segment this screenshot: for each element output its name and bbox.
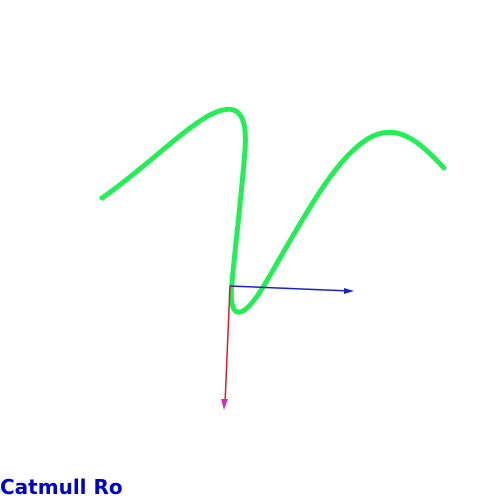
spline-curve: [99, 106, 447, 315]
caption-label: Catmull Ro: [0, 475, 123, 499]
y-axis-line: [224, 285, 231, 405]
x-axis-line: [229, 285, 351, 292]
y-axis-arrowhead: [221, 399, 228, 410]
x-axis-arrowhead: [344, 288, 354, 294]
